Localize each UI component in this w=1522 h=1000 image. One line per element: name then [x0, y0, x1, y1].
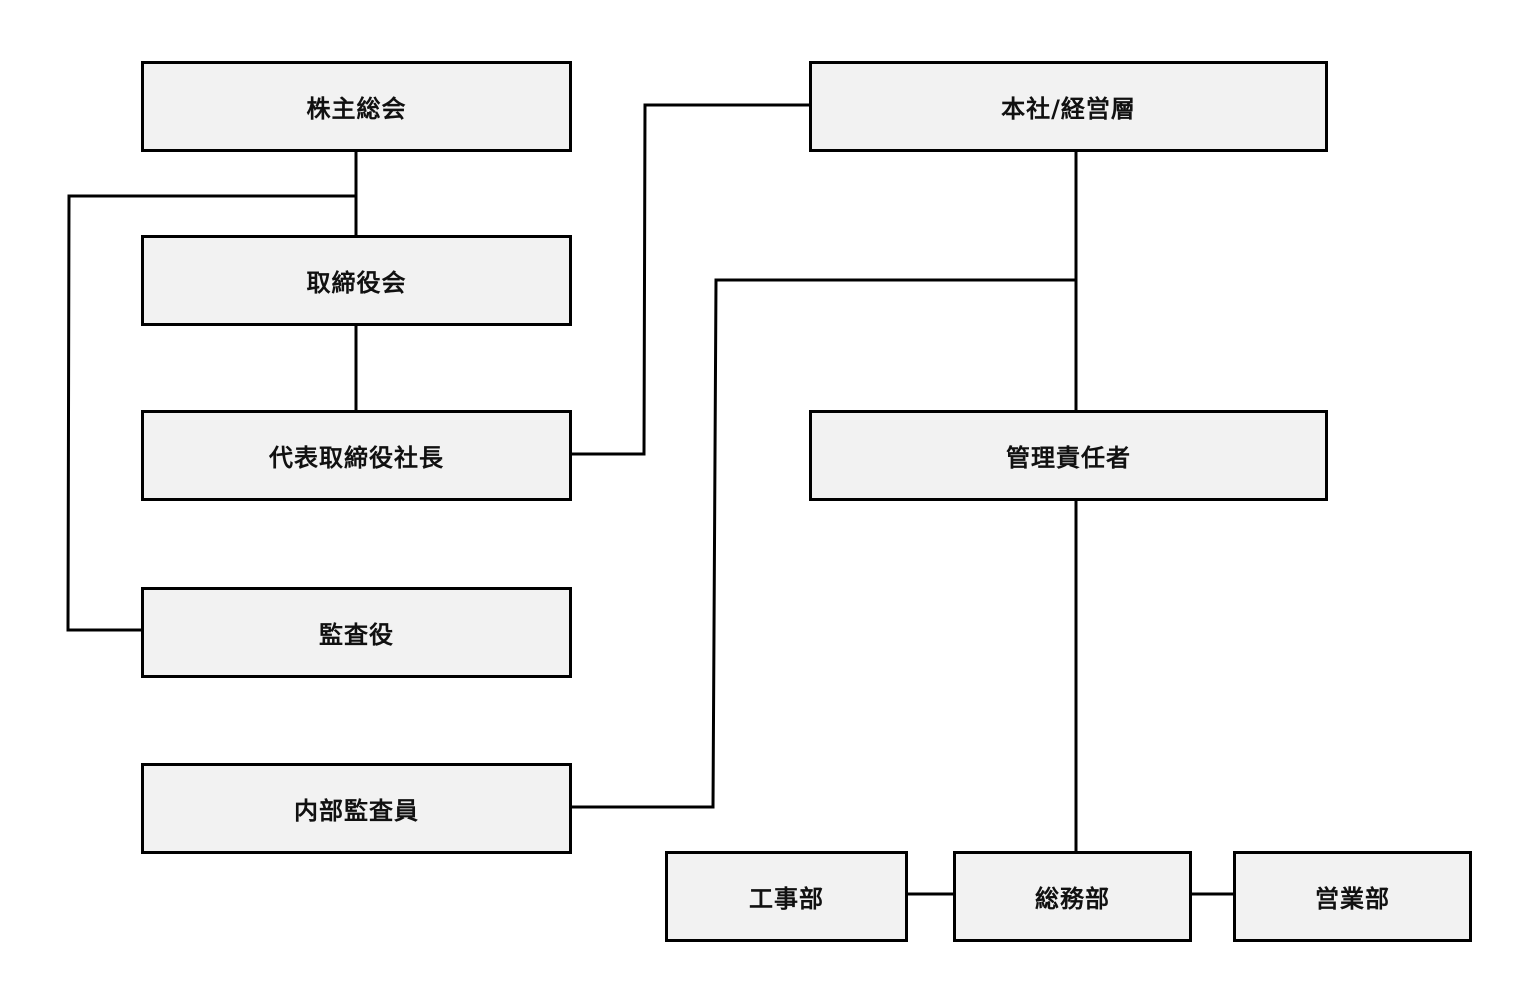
node-label: 本社/経営層 — [1001, 95, 1136, 123]
node-manager: 管理責任者 — [809, 410, 1328, 501]
node-label: 内部監査員 — [294, 797, 419, 825]
connector-internalauditor-trunk — [570, 278, 1076, 809]
node-label: 株主総会 — [306, 95, 407, 123]
node-label: 総務部 — [1035, 885, 1110, 913]
node-label: 管理責任者 — [1006, 444, 1131, 472]
node-president: 代表取締役社長 — [141, 410, 572, 501]
connector-shareholders-auditor — [66, 194, 356, 632]
node-label: 工事部 — [749, 885, 824, 913]
node-construction-dept: 工事部 — [665, 851, 908, 942]
node-label: 取締役会 — [306, 269, 407, 297]
node-sales-dept: 営業部 — [1233, 851, 1472, 942]
node-label: 監査役 — [319, 621, 394, 649]
node-auditor: 監査役 — [141, 587, 572, 678]
node-shareholders-meeting: 株主総会 — [141, 61, 572, 152]
node-internal-auditor: 内部監査員 — [141, 763, 572, 854]
node-board-of-directors: 取締役会 — [141, 235, 572, 326]
connector-president-headoffice — [570, 103, 810, 456]
node-general-affairs-dept: 総務部 — [953, 851, 1192, 942]
node-head-office: 本社/経営層 — [809, 61, 1328, 152]
node-label: 代表取締役社長 — [269, 444, 444, 472]
node-label: 営業部 — [1315, 885, 1390, 913]
